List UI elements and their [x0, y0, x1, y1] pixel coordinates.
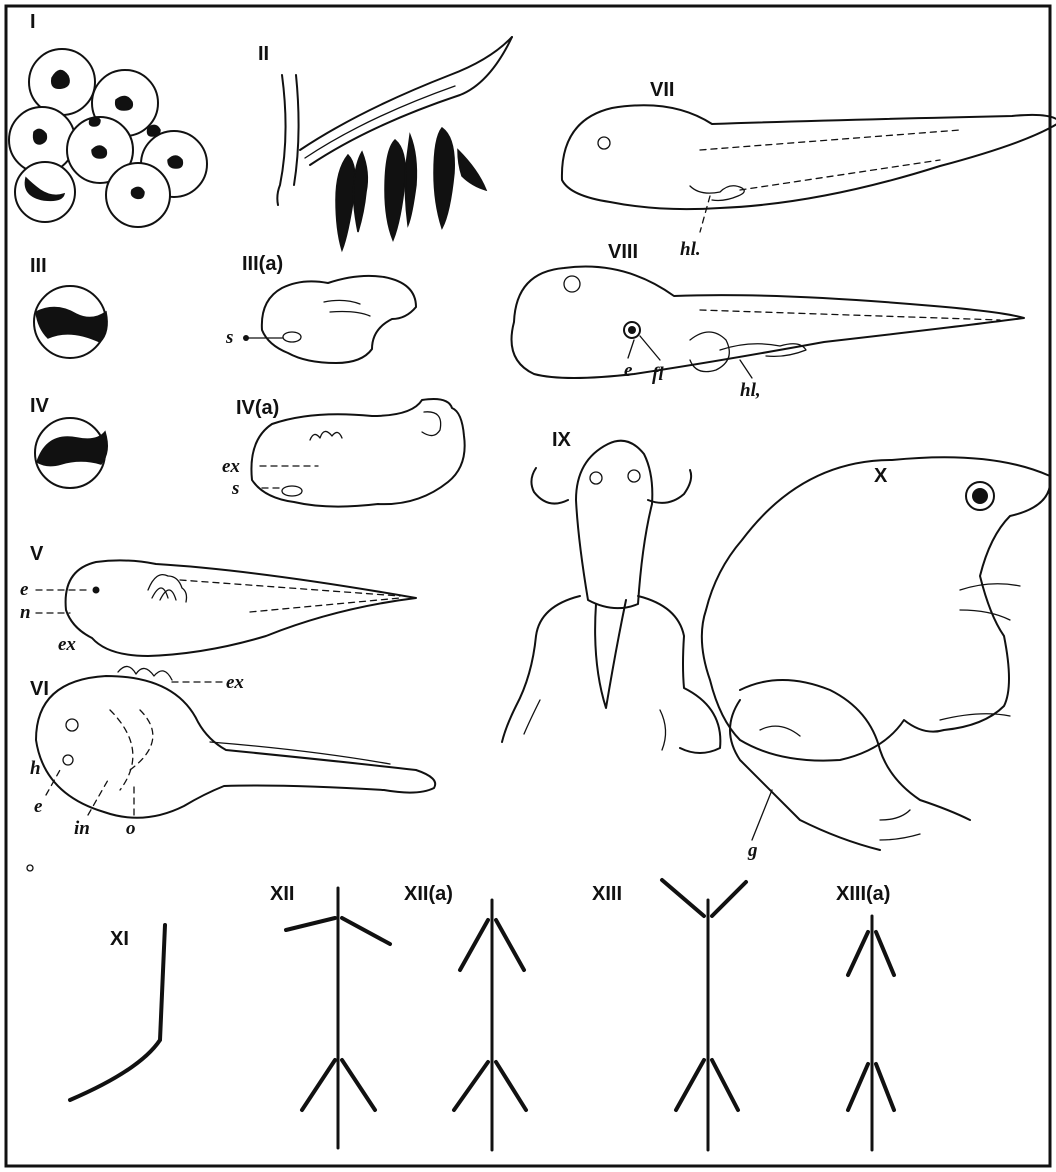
label-ex-stage4a: ex — [222, 456, 240, 477]
stage-label-10: X — [874, 465, 888, 487]
stage-label-3a: III(a) — [242, 253, 283, 275]
label-h-stage6: h — [30, 758, 41, 779]
stage-label-3: III — [30, 255, 47, 277]
stage-label-6: VI — [30, 678, 49, 700]
stage-label-4: IV — [30, 395, 50, 417]
stage-12-skeleton: XII — [270, 883, 390, 1148]
stage-10-adult-frog: X g — [702, 457, 1051, 861]
label-ex-stage5: ex — [58, 634, 76, 655]
label-n-stage5: n — [20, 602, 31, 623]
stage-6-tadpole-top: VI ex h e in o — [30, 666, 435, 839]
stage-11-skeleton: XI — [70, 925, 165, 1100]
label-s-stage4a: s — [231, 478, 239, 499]
label-g-stage10: g — [747, 840, 758, 861]
stage-3a-embryo-side: III(a) s — [225, 253, 416, 363]
label-in-stage6: in — [74, 818, 90, 839]
label-s-stage3a: s — [225, 327, 233, 348]
stage-label-9: IX — [552, 429, 572, 451]
stage-label-13: XIII — [592, 883, 622, 905]
stage-13-skeleton: XIII — [592, 880, 746, 1150]
label-e-stage6: e — [34, 796, 43, 817]
label-o-stage6: o — [126, 818, 136, 839]
stage-4-embryo: IV — [30, 395, 107, 488]
stage-label-13a: XIII(a) — [836, 883, 890, 905]
stage-label-2: II — [258, 43, 269, 65]
label-e-stage8: e — [624, 360, 633, 381]
stage-4a-embryo-side: IV(a) ex s — [222, 397, 465, 507]
stage-9-froglet: IX — [502, 429, 720, 753]
stage-7-tadpole-hindlegs: VII hl. — [562, 79, 1056, 260]
print-speck — [27, 865, 33, 871]
stage-2-hatched-on-plant: II — [258, 37, 512, 250]
stage-12a-skeleton: XII(a) — [404, 883, 526, 1150]
stage-13a-skeleton: XIII(a) — [836, 883, 894, 1150]
stage-label-8: VIII — [608, 241, 638, 263]
stage-8-tadpole-fourlegs: VIII e fl hl, — [512, 241, 1025, 401]
stage-5-tadpole: V e n ex — [20, 543, 416, 656]
stage-label-1: I — [30, 11, 36, 33]
label-fl-stage8: fl — [652, 364, 664, 385]
stage-label-12a: XII(a) — [404, 883, 453, 905]
stage-label-7: VII — [650, 79, 674, 101]
stage-label-12: XII — [270, 883, 294, 905]
label-hl-stage8: hl, — [740, 380, 761, 401]
label-ex-stage6: ex — [226, 672, 244, 693]
stage-label-5: V — [30, 543, 44, 565]
label-hl-stage7: hl. — [680, 239, 701, 260]
stage-3-embryo: III — [30, 255, 107, 358]
stage-label-4a: IV(a) — [236, 397, 279, 419]
stage-1-eggs: I — [9, 11, 207, 227]
label-e-stage5: e — [20, 579, 29, 600]
stage-label-11: XI — [110, 928, 129, 950]
